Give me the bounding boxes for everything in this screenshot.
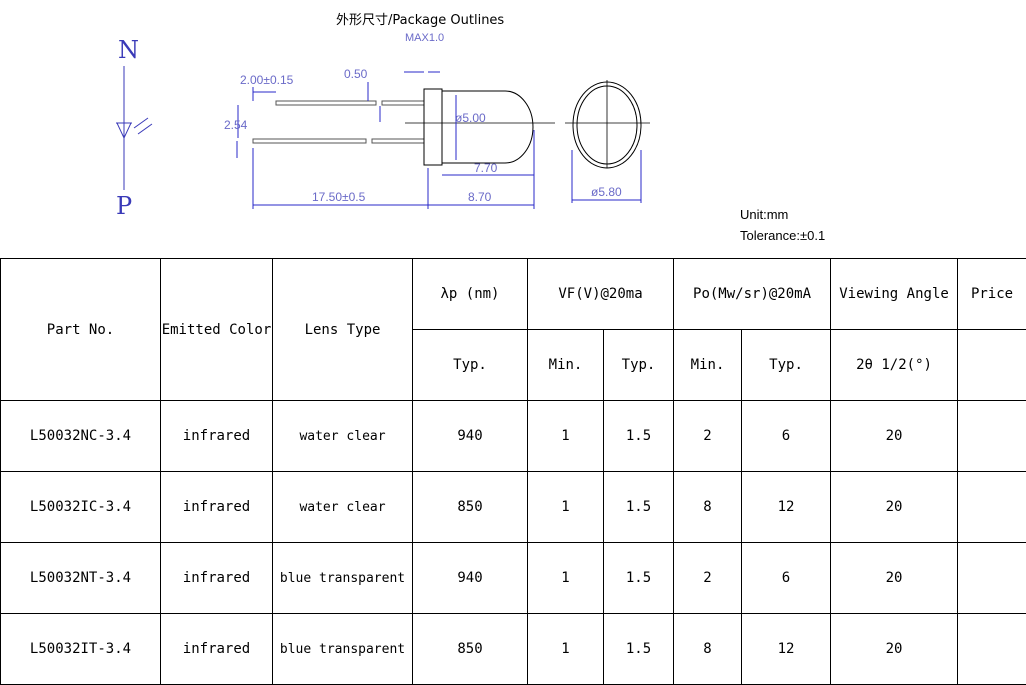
- cell-po-typ: 6: [742, 543, 831, 614]
- subheader-po-typ: Typ.: [742, 330, 831, 401]
- dim-body-length: 8.70: [468, 190, 492, 204]
- cell-part-no: L50032IT-3.4: [1, 614, 161, 685]
- subheader-angle: 2θ 1/2(°): [831, 330, 958, 401]
- cell-color: infrared: [161, 401, 273, 472]
- cell-vf-typ: 1.5: [604, 543, 674, 614]
- cell-lens: water clear: [273, 472, 413, 543]
- cell-vf-min: 1: [528, 401, 604, 472]
- cell-vf-typ: 1.5: [604, 401, 674, 472]
- cell-lens: water clear: [273, 401, 413, 472]
- table-row: L50032IC-3.4 infrared water clear 850 1 …: [1, 472, 1026, 543]
- led-symbol-icon: [116, 66, 152, 190]
- header-lens-type: Lens Type: [273, 259, 413, 401]
- cell-lambda: 850: [413, 614, 528, 685]
- cell-color: infrared: [161, 472, 273, 543]
- subheader-vf-typ: Typ.: [604, 330, 674, 401]
- subheader-vf-min: Min.: [528, 330, 604, 401]
- cell-lambda: 940: [413, 543, 528, 614]
- cell-vf-min: 1: [528, 543, 604, 614]
- subheader-po-min: Min.: [674, 330, 742, 401]
- cell-lambda: 850: [413, 472, 528, 543]
- cell-vf-min: 1: [528, 472, 604, 543]
- header-wavelength: λp (nm): [413, 259, 528, 330]
- cell-price: [958, 614, 1026, 685]
- cell-po-min: 2: [674, 401, 742, 472]
- cell-po-min: 8: [674, 472, 742, 543]
- cell-vf-min: 1: [528, 614, 604, 685]
- package-outline-drawing: 2.00±0.15 0.50 2.54 ø5.00 7.70 17.50±0.5…: [0, 0, 1026, 258]
- cell-angle: 20: [831, 401, 958, 472]
- cell-color: infrared: [161, 543, 273, 614]
- cell-po-typ: 12: [742, 614, 831, 685]
- cell-po-typ: 6: [742, 401, 831, 472]
- cell-part-no: L50032IC-3.4: [1, 472, 161, 543]
- dim-pitch: 2.54: [224, 118, 248, 132]
- header-price: Price: [958, 259, 1026, 330]
- header-emitted-color: Emitted Color: [161, 259, 273, 401]
- cell-po-typ: 12: [742, 472, 831, 543]
- spec-table: Part No. Emitted Color Lens Type λp (nm)…: [0, 258, 1026, 685]
- dim-lead-width: 2.00±0.15: [240, 73, 294, 87]
- cell-color: infrared: [161, 614, 273, 685]
- cell-part-no: L50032NT-3.4: [1, 543, 161, 614]
- table-row: L50032NC-3.4 infrared water clear 940 1 …: [1, 401, 1026, 472]
- table-row: L50032IT-3.4 infrared blue transparent 8…: [1, 614, 1026, 685]
- table-row: L50032NT-3.4 infrared blue transparent 9…: [1, 543, 1026, 614]
- cell-part-no: L50032NC-3.4: [1, 401, 161, 472]
- cell-price: [958, 472, 1026, 543]
- dim-lead-thickness: 0.50: [344, 67, 368, 81]
- cell-lambda: 940: [413, 401, 528, 472]
- led-side-view: [253, 89, 555, 165]
- dim-lead-length: 17.50±0.5: [312, 190, 366, 204]
- cell-angle: 20: [831, 614, 958, 685]
- cell-angle: 20: [831, 472, 958, 543]
- cell-po-min: 8: [674, 614, 742, 685]
- cell-price: [958, 543, 1026, 614]
- header-viewing-angle: Viewing Angle: [831, 259, 958, 330]
- cell-po-min: 2: [674, 543, 742, 614]
- header-row: Part No. Emitted Color Lens Type λp (nm)…: [1, 259, 1026, 330]
- header-part-no: Part No.: [1, 259, 161, 401]
- cell-vf-typ: 1.5: [604, 472, 674, 543]
- cell-angle: 20: [831, 543, 958, 614]
- header-po: Po(Mw/sr)@20mA: [674, 259, 831, 330]
- cell-vf-typ: 1.5: [604, 614, 674, 685]
- header-vf: VF(V)@20ma: [528, 259, 674, 330]
- cell-lens: blue transparent: [273, 614, 413, 685]
- subheader-lambda-typ: Typ.: [413, 330, 528, 401]
- dim-lens-diameter: ø5.00: [455, 111, 486, 125]
- cell-price: [958, 401, 1026, 472]
- led-front-view: [565, 80, 650, 168]
- dim-lens-length: 7.70: [474, 161, 498, 175]
- cell-lens: blue transparent: [273, 543, 413, 614]
- dim-flange-diameter: ø5.80: [591, 185, 622, 199]
- subheader-price-blank: [958, 330, 1026, 401]
